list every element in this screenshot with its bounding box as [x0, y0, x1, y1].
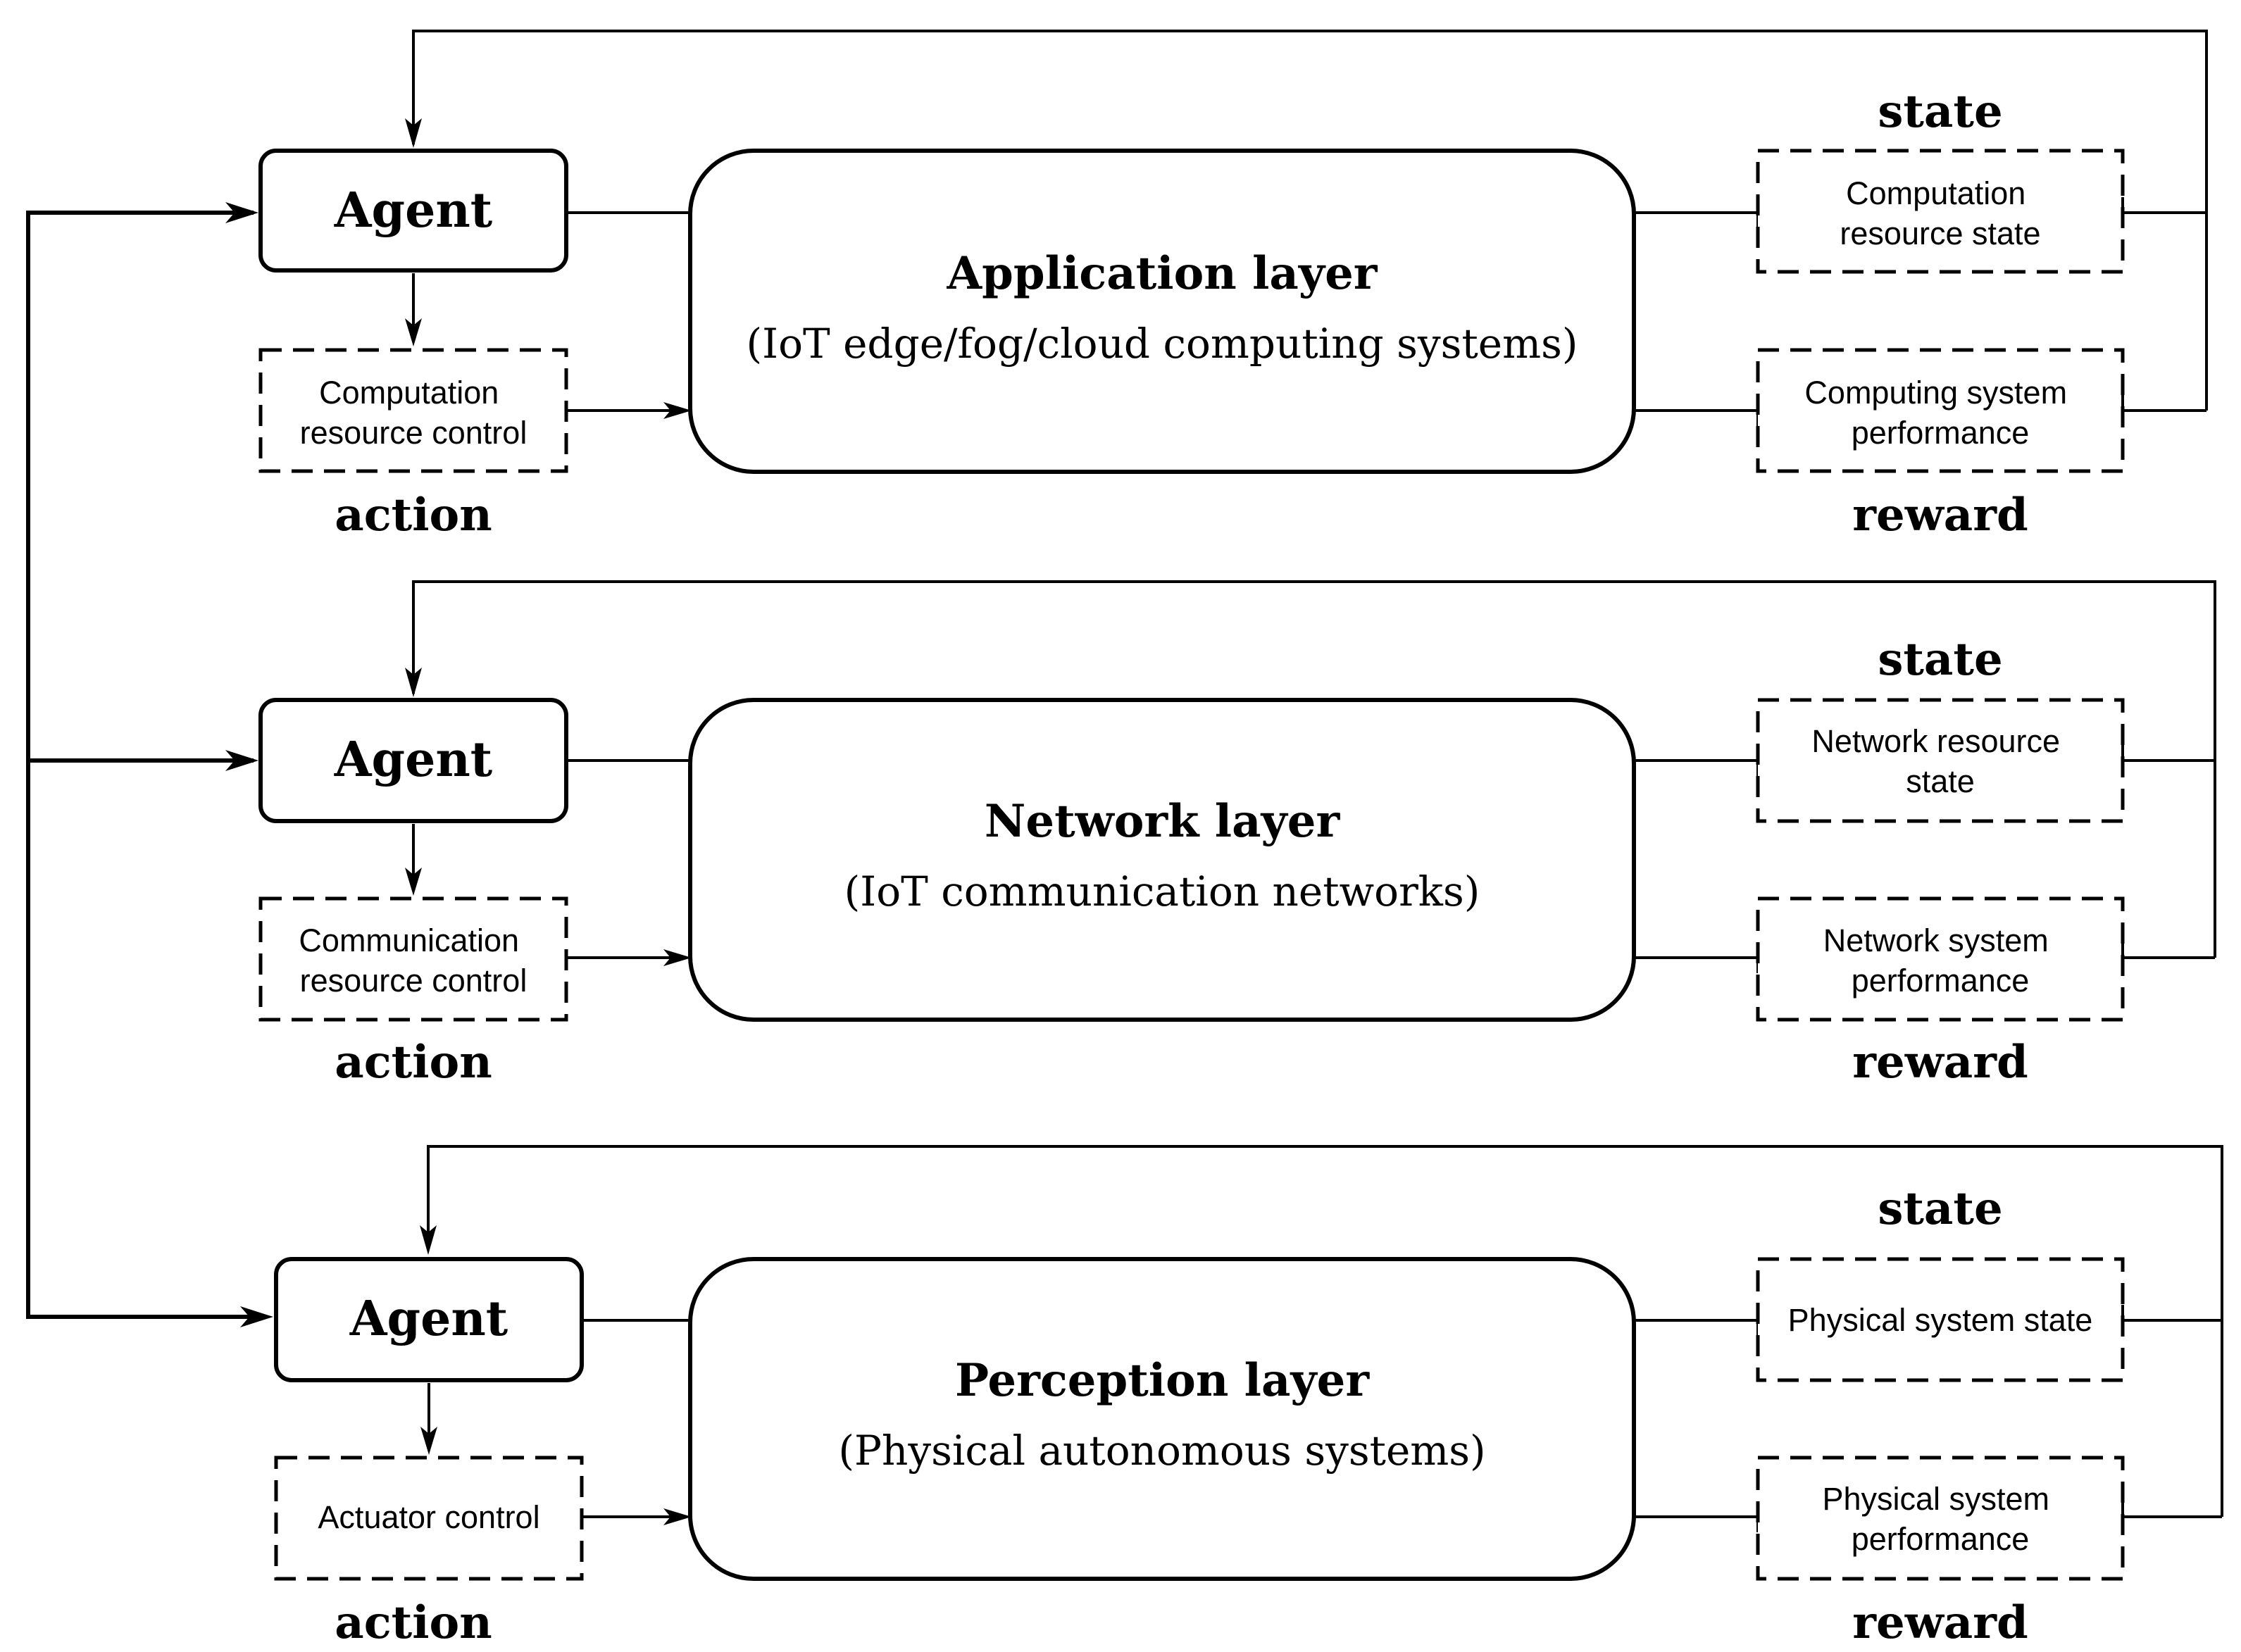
action-label: action	[335, 1596, 492, 1649]
application-layer-row: Agent Computation resource control actio…	[258, 30, 2208, 542]
reward-box-text: Network system performance	[1823, 922, 2058, 999]
layer-title: Network layer	[985, 795, 1341, 848]
agent-coordination-bus	[26, 202, 273, 1327]
layer-title: Application layer	[947, 247, 1378, 300]
action-label: action	[335, 489, 492, 542]
network-layer-row: Agent Communication resource control act…	[258, 580, 2216, 1089]
layer-title: Perception layer	[955, 1354, 1370, 1407]
state-box	[1756, 149, 2125, 274]
action-box	[258, 896, 568, 1022]
action-box	[258, 348, 568, 473]
reward-box-text: Computing system performance	[1804, 375, 2075, 451]
state-label: state	[1878, 633, 2002, 686]
application-layer-box	[688, 149, 1636, 474]
state-box-text: Physical system state	[1788, 1302, 2093, 1338]
layer-subtitle: (Physical autonomous systems)	[838, 1427, 1485, 1475]
agent-label: Agent	[349, 1291, 508, 1347]
reward-label: reward	[1852, 1596, 2028, 1649]
reward-label: reward	[1852, 1036, 2028, 1089]
state-box	[1756, 1257, 2125, 1382]
reward-box-text: Physical system performance	[1822, 1481, 2058, 1557]
state-label: state	[1878, 1182, 2002, 1235]
action-label: action	[335, 1036, 492, 1089]
network-layer-box	[688, 698, 1636, 1022]
agent-box	[258, 149, 568, 273]
action-box-text: Actuator control	[318, 1499, 539, 1535]
perception-layer-box	[688, 1257, 1636, 1581]
state-box-text: Computation resource state	[1840, 175, 2040, 251]
reward-box	[1756, 896, 2125, 1022]
reward-box	[1756, 348, 2125, 473]
layer-subtitle: (IoT edge/fog/cloud computing systems)	[747, 320, 1578, 368]
action-box-text: Communication resource control	[299, 922, 528, 999]
state-box	[1756, 698, 2125, 823]
agent-label: Agent	[334, 732, 493, 788]
action-box-text: Computation resource control	[300, 375, 528, 451]
perception-layer-row: Agent Actuator control action Perception…	[274, 1145, 2223, 1649]
action-box	[274, 1456, 584, 1581]
state-box-text: Network resource state	[1811, 723, 2068, 799]
state-label: state	[1878, 85, 2002, 138]
layer-subtitle: (IoT communication networks)	[844, 868, 1480, 915]
reward-label: reward	[1852, 489, 2028, 542]
reward-box	[1756, 1456, 2125, 1581]
agent-label: Agent	[334, 182, 493, 239]
